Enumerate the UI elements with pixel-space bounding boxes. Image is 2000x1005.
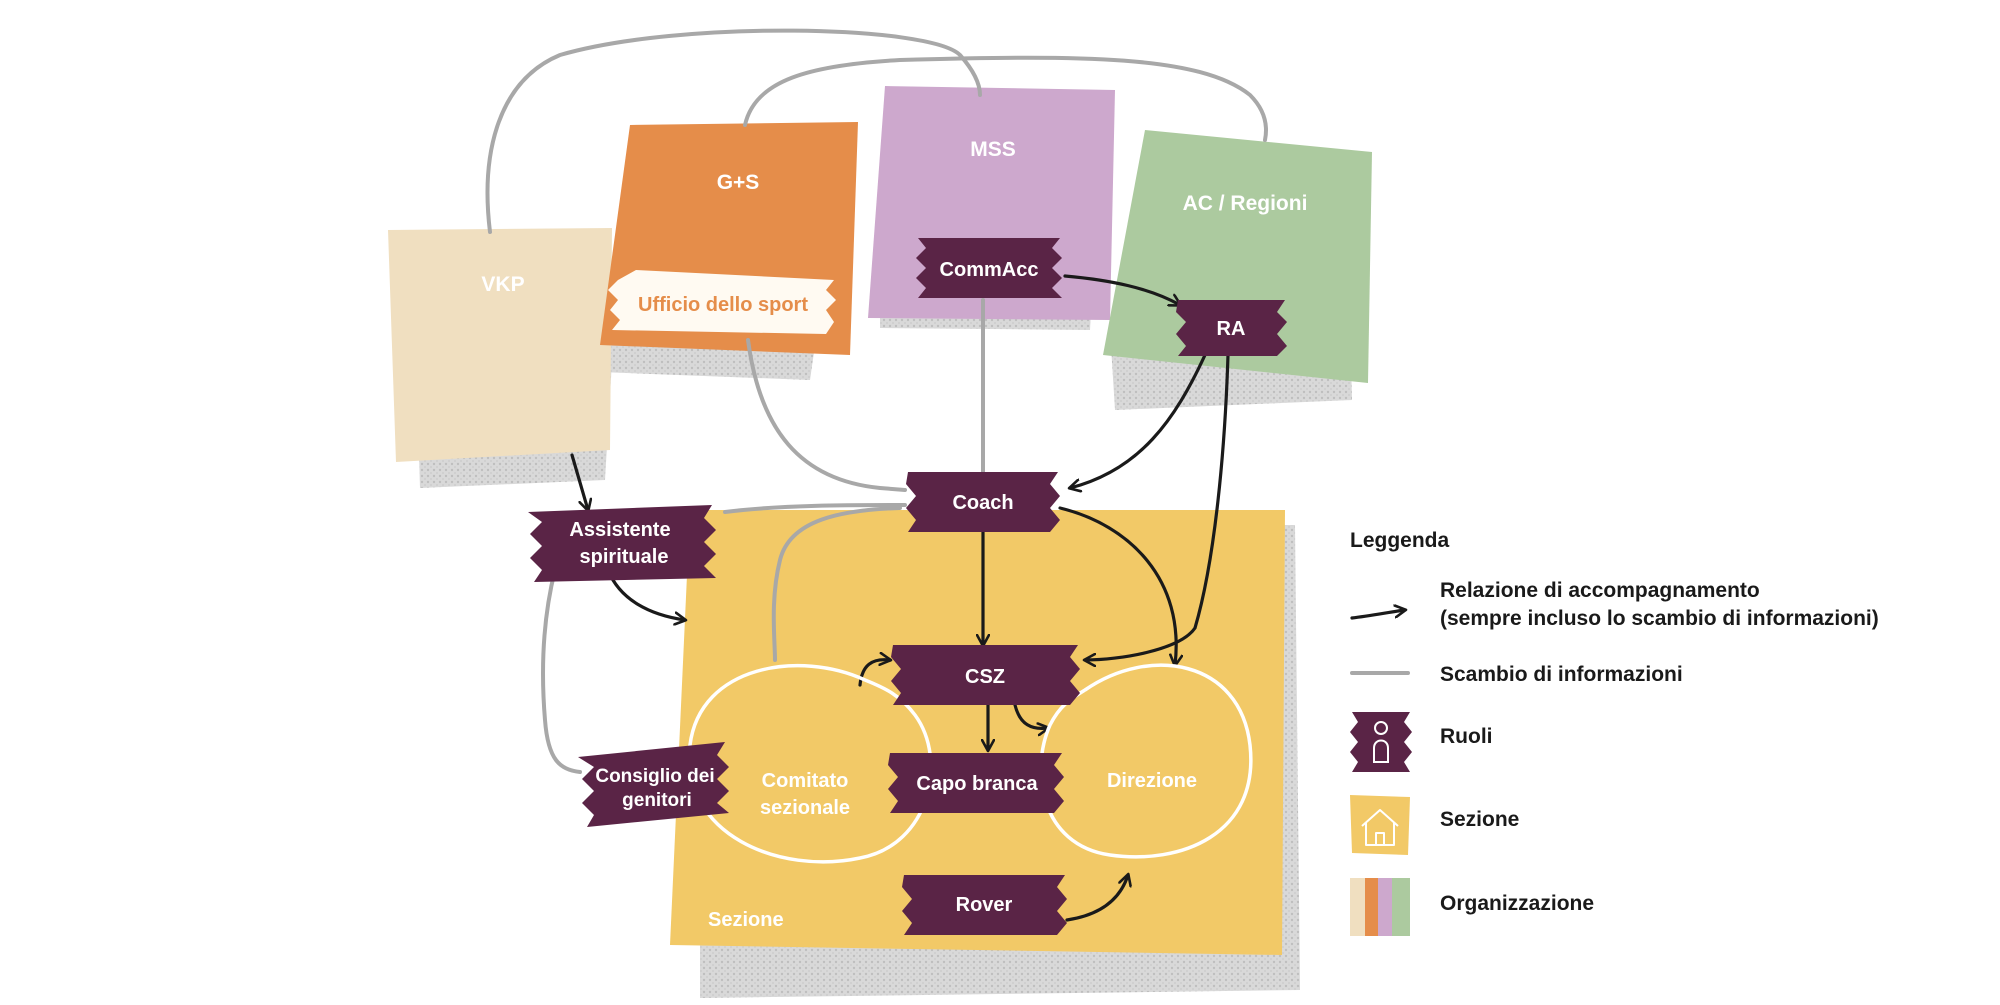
- coach-label: Coach: [952, 492, 1013, 514]
- info-lines: [485, 28, 1269, 774]
- vkp-label: VKP: [481, 273, 524, 296]
- role-assistente: [528, 505, 716, 582]
- direzione-circle: [1039, 663, 1253, 859]
- legend-organizzazione-label: Organizzazione: [1440, 892, 1594, 915]
- legend: Leggenda Relazione di accompagnamento (s…: [1350, 529, 1879, 936]
- ufficio-label: Ufficio dello sport: [638, 294, 808, 316]
- arrow-comitato-csz: [858, 660, 890, 687]
- arrow-ra-csz: [1085, 353, 1230, 660]
- legend-arrow-label-line2: (sempre incluso lo scambio di informazio…: [1440, 607, 1879, 630]
- role-commacc: [916, 238, 1062, 298]
- arrow-csz-direzione: [1013, 703, 1048, 728]
- direzione-label: Direzione: [1107, 770, 1197, 792]
- arrow-ra-coach: [1070, 353, 1207, 488]
- ra-label: RA: [1217, 318, 1246, 340]
- line-gs-coach: [746, 338, 907, 492]
- person-icon: [1373, 721, 1389, 763]
- arrows: [570, 274, 1230, 922]
- ac-label: AC / Regioni: [1183, 192, 1308, 215]
- consiglio-label-line2: genitori: [622, 790, 692, 811]
- capo-label: Capo branca: [916, 773, 1038, 795]
- arrow-vkp-assist: [570, 453, 588, 510]
- legend-sezione-label: Sezione: [1440, 808, 1519, 831]
- assistente-label-line1: Assistente: [569, 519, 670, 541]
- role-csz: [891, 645, 1080, 705]
- arrow-commacc-ra: [1063, 274, 1180, 305]
- comitato-circle: [687, 663, 933, 864]
- legend-role-label: Ruoli: [1440, 725, 1493, 748]
- sezione-note: [670, 510, 1285, 955]
- line-assist-consiglio: [541, 568, 582, 774]
- legend-arrow-icon: [1350, 610, 1405, 620]
- legend-arrow-label-line1: Relazione di accompagnamento: [1440, 579, 1760, 602]
- role-badges: [528, 238, 1287, 935]
- comitato-label-line1: Comitato: [762, 770, 849, 792]
- arrow-rover-direzione: [1065, 875, 1128, 922]
- role-coach: [906, 472, 1060, 532]
- legend-gray-line-label: Scambio di informazioni: [1440, 663, 1683, 686]
- role-ra: [1176, 300, 1287, 356]
- gs-label: G+S: [717, 171, 760, 194]
- comitato-label-line2: sezionale: [760, 797, 850, 819]
- mss-label: MSS: [970, 138, 1016, 161]
- ac-note: [1103, 130, 1372, 383]
- house-icon: [1361, 809, 1399, 846]
- line-coach-comitato: [771, 506, 902, 662]
- sezione-label: Sezione: [708, 909, 784, 931]
- role-rover: [902, 875, 1067, 935]
- consiglio-label-line1: Consiglio dei: [595, 766, 714, 787]
- rover-label: Rover: [956, 894, 1013, 916]
- assistente-label-line2: spirituale: [580, 546, 669, 568]
- role-consiglio: [578, 742, 729, 827]
- csz-label: CSZ: [965, 666, 1005, 688]
- legend-organizzazione-icon: [1350, 878, 1410, 936]
- arrow-coach-direzione: [1058, 506, 1176, 665]
- legend-role-icon: [1350, 712, 1412, 772]
- legend-title: Leggenda: [1350, 529, 1449, 552]
- role-capo: [888, 753, 1064, 813]
- ufficio-ticket: [608, 270, 836, 334]
- line-assist-coach: [723, 503, 907, 514]
- line-gs-ac: [743, 55, 1269, 142]
- commacc-label: CommAcc: [940, 259, 1039, 281]
- vkp-note: [388, 228, 612, 462]
